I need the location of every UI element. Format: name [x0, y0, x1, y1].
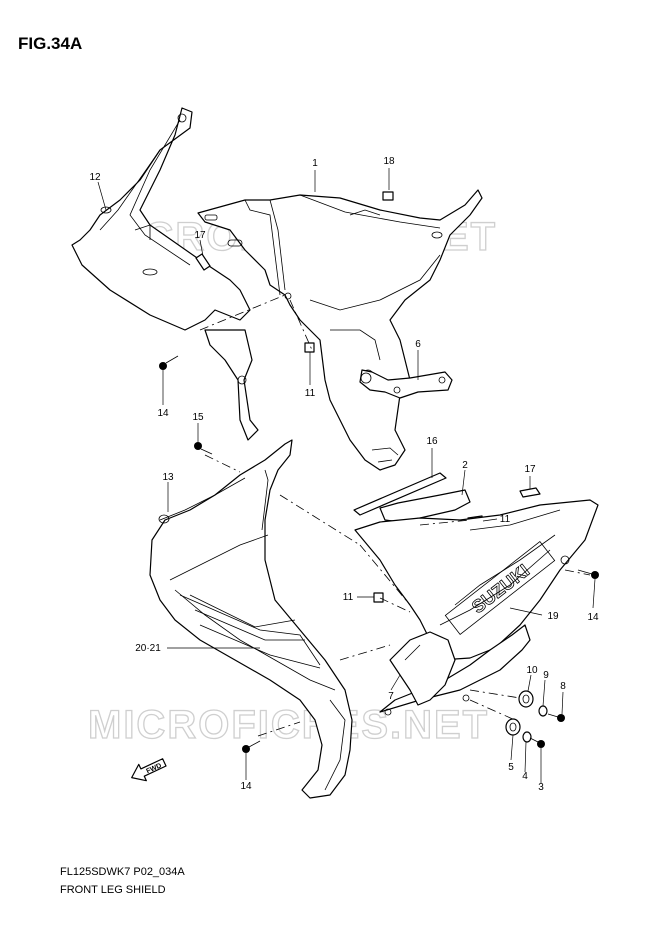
part-7-lower-cover — [379, 624, 531, 716]
part-19-right-leg-shield: SUZUKI — [354, 499, 599, 661]
callout-7: 7 — [388, 691, 394, 702]
callout-3: 3 — [538, 782, 544, 793]
part-10-grommet — [518, 690, 534, 708]
callout-14-lower: 14 — [240, 781, 252, 792]
part-15-screw — [194, 442, 213, 455]
callout-20-21: 20·21 — [135, 643, 161, 654]
part-12-inner-cover-upper — [71, 107, 259, 441]
callout-10: 10 — [526, 665, 538, 676]
part-11-nut-lower — [373, 592, 384, 603]
part-14-screw-upper-left — [159, 355, 179, 370]
leader-lines — [97, 168, 596, 783]
callout-17-upper: 17 — [194, 230, 206, 241]
callout-13: 13 — [162, 472, 174, 483]
part-14-screw-lower — [242, 740, 261, 753]
figure-title: FIG.34A — [18, 34, 83, 53]
callout-15: 15 — [192, 412, 204, 423]
callout-2: 2 — [462, 460, 468, 471]
assembly-lines — [199, 294, 591, 737]
callout-1: 1 — [312, 158, 318, 169]
callout-14-upper: 14 — [157, 408, 169, 419]
watermark-bottom: MICROFICHES.NET — [88, 703, 489, 747]
callout-12: 12 — [89, 172, 101, 183]
forward-arrow-label: FWD — [145, 762, 162, 775]
callout-9: 9 — [543, 670, 549, 681]
callout-labels: 1 18 12 17 6 11 14 15 16 2 17 13 11 14 1… — [89, 156, 599, 793]
part-4-collar — [522, 731, 532, 743]
forward-arrow-icon: FWD — [131, 758, 167, 782]
callout-11-lower: 11 — [343, 592, 354, 603]
part-14-screw-right — [577, 569, 599, 579]
callout-19: 19 — [547, 611, 559, 622]
part-16-strip — [353, 472, 447, 516]
part-6-bracket — [359, 369, 453, 399]
callout-11-upper: 11 — [305, 388, 316, 399]
part-13-left-leg-shield — [149, 439, 353, 799]
callout-17-lower: 17 — [524, 464, 536, 475]
callout-16: 16 — [426, 436, 438, 447]
callout-14-right: 14 — [587, 612, 599, 623]
part-5-grommet — [505, 718, 521, 736]
figure-code: FL125SDWK7 P02_034A — [60, 866, 185, 878]
callout-5: 5 — [508, 762, 514, 773]
callout-11-middle: 11 — [500, 514, 511, 525]
part-18-clip — [382, 191, 394, 201]
part-17-pad-lower — [519, 487, 541, 498]
callout-4: 4 — [522, 771, 528, 782]
part-8-bolt — [547, 713, 565, 722]
part-9-collar — [538, 705, 548, 717]
callout-6: 6 — [415, 339, 421, 350]
callout-8: 8 — [560, 681, 566, 692]
part-3-bolt — [529, 737, 545, 748]
part-1-upper-front-cover — [197, 189, 483, 471]
callout-18: 18 — [383, 156, 395, 167]
part-11-nut-upper — [304, 342, 315, 353]
part-17-pad-upper — [195, 253, 211, 271]
figure-name: FRONT LEG SHIELD — [60, 884, 166, 896]
